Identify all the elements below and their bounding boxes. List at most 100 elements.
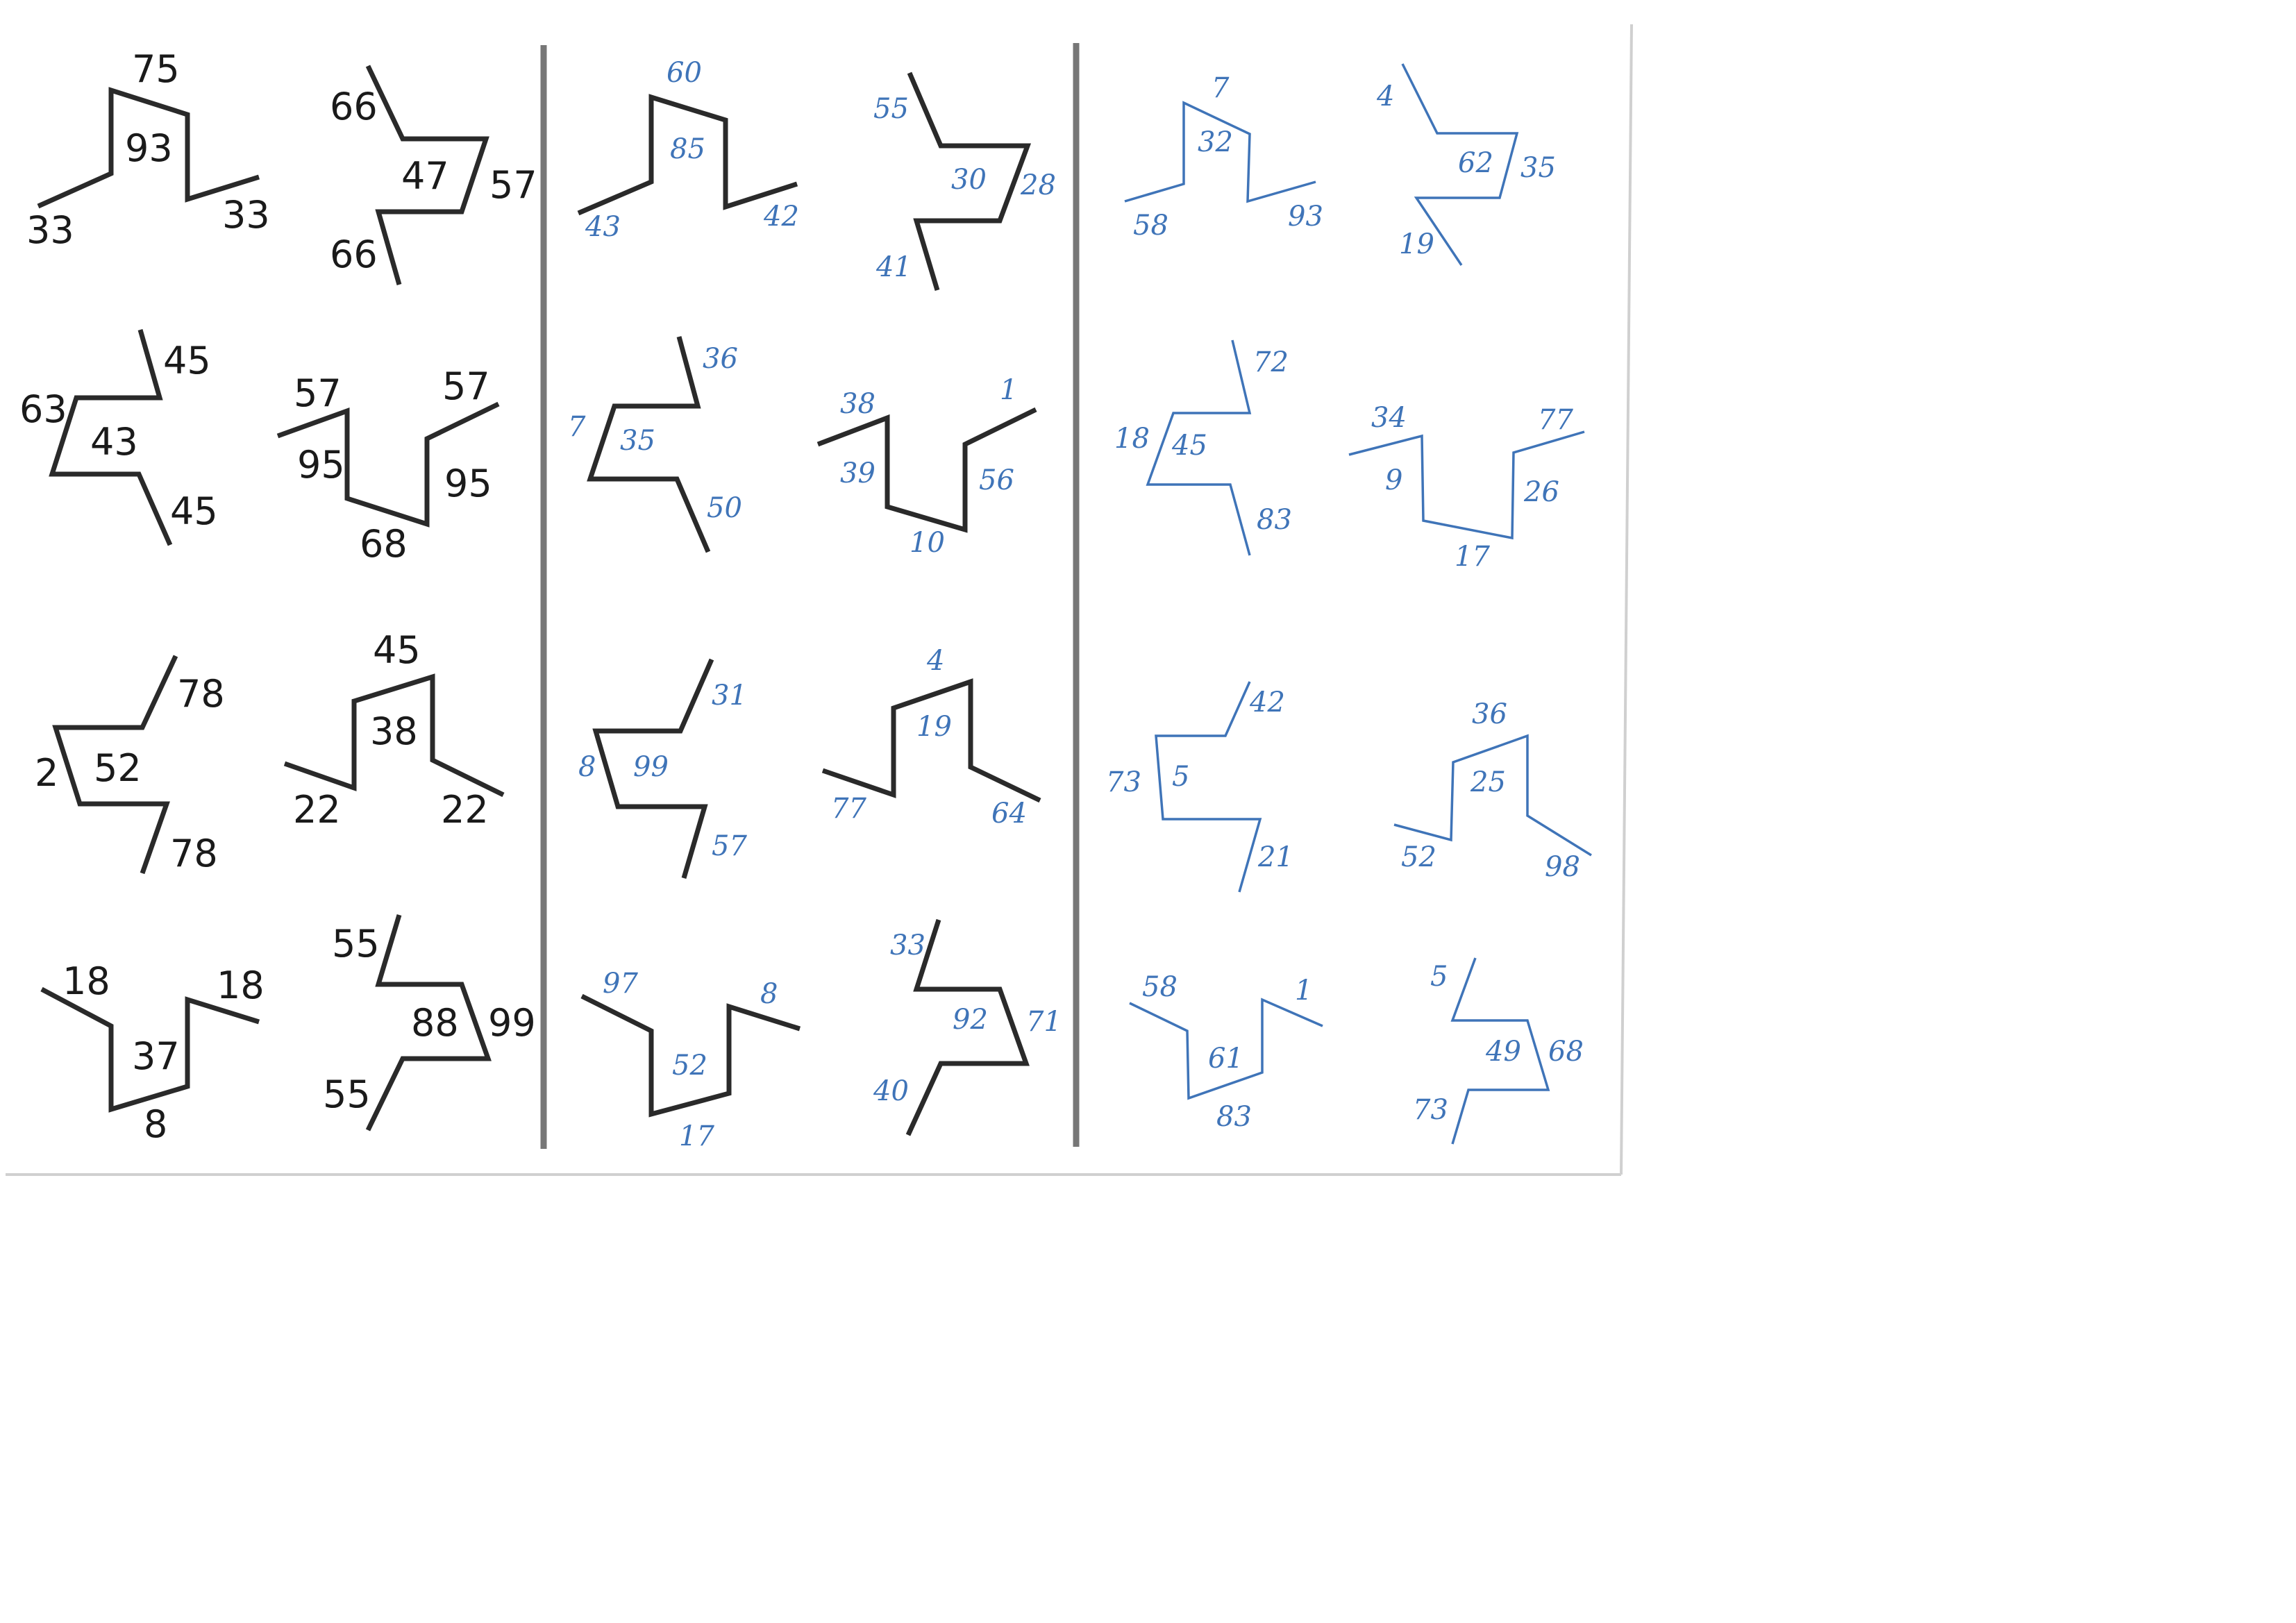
angle-label: 42 — [763, 201, 799, 233]
angle-shape: 33 92 71 40 — [873, 918, 1062, 1136]
angle-label: 55 — [873, 93, 909, 125]
angle-label: 78 — [170, 832, 218, 875]
angle-label: 19 — [1399, 228, 1434, 260]
angle-label: 66 — [330, 233, 378, 276]
angle-label: 71 — [1026, 1006, 1062, 1038]
angle-label: 26 — [1523, 476, 1559, 508]
angle-label: 93 — [125, 126, 173, 170]
angle-label: 31 — [712, 680, 747, 712]
angle-shape: 7 32 58 93 — [1124, 72, 1323, 242]
angle-label: 33 — [222, 193, 270, 237]
angle-label: 35 — [1520, 152, 1556, 184]
angle-label: 40 — [873, 1075, 909, 1107]
angle-label: 63 — [19, 387, 67, 431]
angle-shape: 75 93 33 33 — [26, 47, 270, 252]
angle-label: 99 — [488, 1001, 536, 1045]
column-middle: 60 85 43 42 55 30 28 41 36 7 35 50 38 1 … — [568, 57, 1062, 1152]
angle-label: 45 — [1171, 430, 1207, 462]
angle-label: 10 — [910, 527, 945, 559]
angle-label: 18 — [62, 959, 110, 1003]
angle-shape: 97 8 52 17 — [580, 968, 801, 1152]
angle-label: 42 — [1249, 687, 1285, 718]
column-left: 75 93 33 33 66 47 57 66 45 63 43 45 57 5… — [19, 47, 537, 1146]
angle-label: 60 — [667, 57, 702, 89]
angle-label: 52 — [672, 1050, 707, 1082]
angle-label: 50 — [707, 492, 742, 524]
angle-label: 34 — [1371, 402, 1407, 434]
angle-label: 18 — [217, 964, 265, 1007]
angle-label: 25 — [1470, 766, 1506, 798]
angle-label: 78 — [177, 672, 225, 716]
angle-label: 43 — [585, 211, 621, 243]
angle-label: 45 — [170, 489, 218, 533]
angle-label: 18 — [1114, 423, 1150, 455]
angle-label: 62 — [1458, 147, 1493, 179]
angle-label: 41 — [875, 251, 912, 283]
angle-shape: 57 57 95 95 68 — [276, 364, 500, 566]
angle-shape: 58 1 61 83 — [1129, 971, 1323, 1133]
angle-label: 5 — [1172, 761, 1189, 793]
angle-label: 8 — [144, 1102, 167, 1146]
angle-label: 95 — [444, 462, 492, 505]
angle-label: 55 — [332, 922, 380, 966]
angle-label: 1 — [1295, 975, 1312, 1007]
angle-label: 77 — [1538, 404, 1573, 436]
angle-label: 19 — [916, 711, 952, 743]
angle-shape: 55 30 28 41 — [873, 72, 1056, 292]
angle-shape: 72 18 45 83 — [1114, 339, 1292, 556]
angle-label: 83 — [1257, 504, 1292, 536]
angle-label: 28 — [1020, 169, 1056, 201]
angle-label: 55 — [323, 1073, 371, 1116]
angle-label: 75 — [132, 47, 180, 91]
angle-shape: 5 49 68 73 — [1413, 957, 1584, 1145]
angle-label: 97 — [603, 968, 638, 1000]
angle-label: 7 — [568, 411, 586, 443]
angle-label: 92 — [953, 1004, 988, 1036]
angle-label: 68 — [1548, 1036, 1584, 1068]
angle-label: 95 — [297, 443, 345, 487]
angle-label: 85 — [670, 133, 705, 165]
angle-label: 9 — [1385, 464, 1402, 496]
angle-label: 93 — [1288, 201, 1323, 233]
angle-shape: 45 63 43 45 — [19, 329, 218, 546]
angle-label: 32 — [1198, 126, 1233, 158]
angle-label: 58 — [1142, 971, 1178, 1003]
angle-shape: 36 7 35 50 — [568, 336, 742, 553]
angle-shape: 36 25 52 98 — [1393, 698, 1592, 883]
angle-shape: 45 38 22 22 — [283, 628, 505, 832]
angle-label: 17 — [1455, 541, 1490, 573]
angle-shape: 66 47 57 66 — [330, 65, 537, 285]
angle-label: 33 — [26, 208, 74, 252]
angle-label: 88 — [411, 1001, 459, 1045]
angle-label: 35 — [620, 425, 655, 457]
angle-label: 45 — [373, 628, 421, 672]
angle-label: 52 — [1401, 841, 1436, 873]
angle-label: 17 — [679, 1120, 714, 1152]
angle-shape: 4 19 77 64 — [821, 645, 1041, 830]
angle-label: 38 — [840, 388, 875, 420]
angle-shape: 34 77 9 26 17 — [1348, 402, 1585, 573]
angle-label: 30 — [951, 164, 987, 196]
angle-shape: 4 62 35 19 — [1376, 63, 1556, 266]
angle-label: 38 — [370, 709, 418, 753]
angle-label: 7 — [1212, 72, 1230, 104]
angle-label: 83 — [1216, 1101, 1252, 1133]
angle-label: 21 — [1257, 841, 1293, 873]
angle-shape: 42 73 5 21 — [1106, 681, 1293, 893]
angle-label: 8 — [578, 751, 596, 783]
angle-label: 36 — [1472, 698, 1507, 730]
angle-label: 99 — [633, 751, 669, 783]
angle-shape: 78 2 52 78 — [35, 655, 225, 875]
angle-label: 57 — [712, 830, 747, 862]
angle-label: 66 — [330, 85, 378, 128]
angle-label: 5 — [1430, 961, 1448, 993]
angle-label: 56 — [979, 464, 1014, 496]
angle-shape: 31 8 99 57 — [578, 658, 747, 879]
angle-shape: 18 18 37 8 — [40, 959, 265, 1146]
angle-shape: 60 85 43 42 — [577, 57, 799, 243]
angle-label: 36 — [703, 343, 738, 375]
angle-label: 64 — [991, 798, 1027, 830]
angle-label: 33 — [890, 930, 925, 961]
angle-label: 77 — [831, 793, 866, 825]
